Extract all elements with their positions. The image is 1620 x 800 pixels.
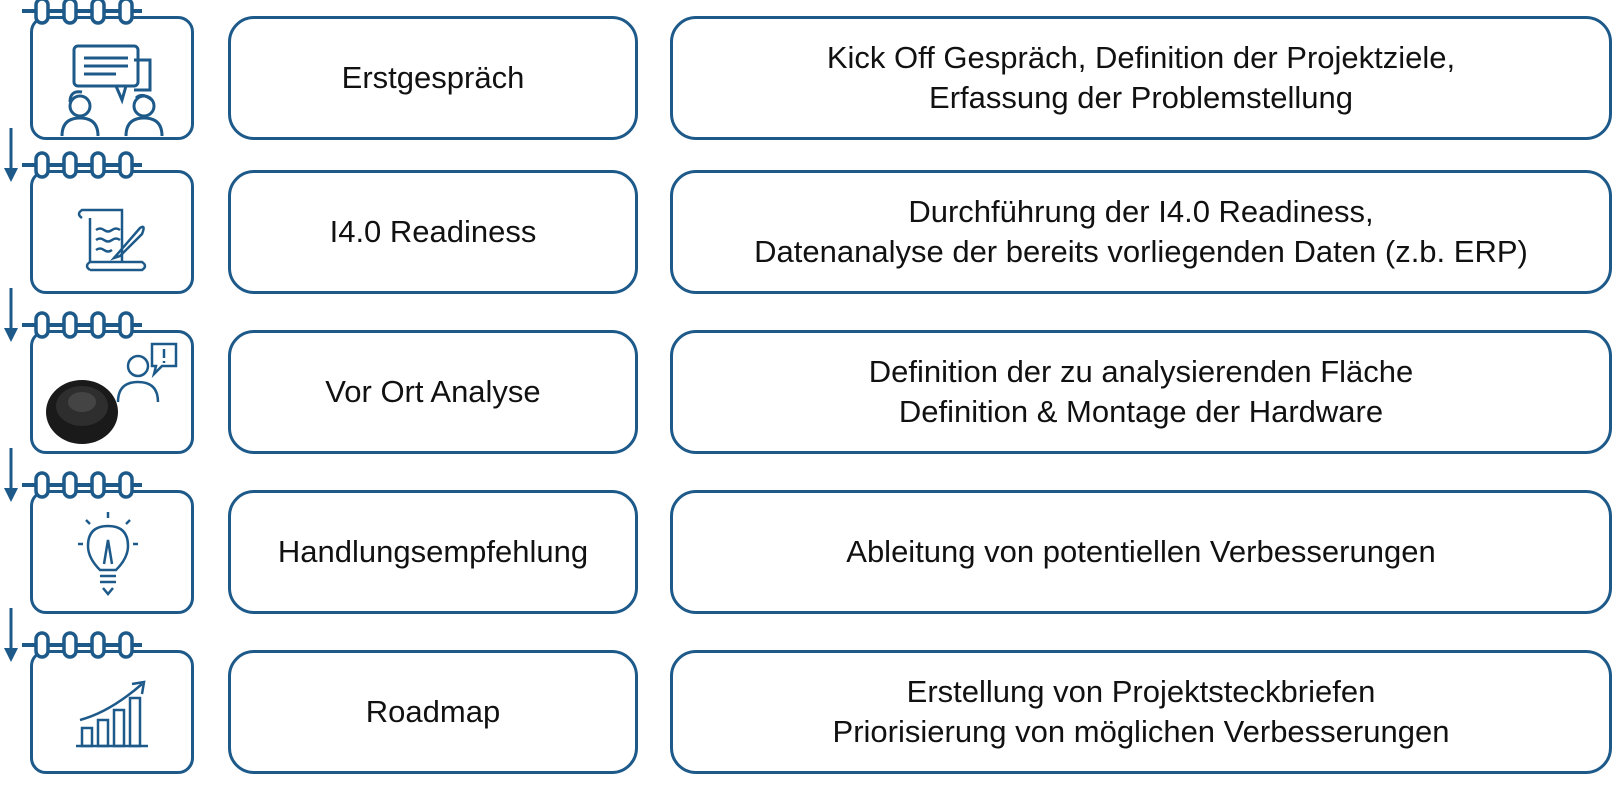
description-line: Definition & Montage der Hardware <box>898 394 1384 429</box>
description-line: Ableitung von potentiellen Verbesserunge… <box>846 534 1436 569</box>
arrow-down-icon <box>4 128 18 182</box>
arrow-down-icon <box>4 288 18 342</box>
calendar-rings-icon <box>22 311 142 339</box>
process-step-2: I4.0 Readiness Durchführung der I4.0 Rea… <box>0 151 1620 296</box>
arrow-down-icon <box>4 608 18 662</box>
calendar-rings-icon <box>22 631 142 659</box>
description-line: Erfassung der Problemstellung <box>929 80 1353 115</box>
lightbulb-icon <box>78 512 138 596</box>
calendar-rings-icon <box>22 0 142 25</box>
step-description: Definition der zu analysierenden Fläche … <box>670 330 1612 454</box>
process-step-4: Handlungsempfehlung Ableitung von potent… <box>0 471 1620 616</box>
process-step-3: Vor Ort Analyse Definition der zu analys… <box>0 311 1620 456</box>
description-line: Durchführung der I4.0 Readiness, <box>908 194 1374 229</box>
step-description: Durchführung der I4.0 Readiness, Datenan… <box>670 170 1612 294</box>
calendar-frame <box>30 650 194 774</box>
calendar-frame <box>30 16 194 140</box>
process-step-1: Erstgespräch Kick Off Gespräch, Definiti… <box>0 0 1620 142</box>
growth-chart-icon <box>76 680 148 748</box>
calendar-frame <box>30 490 194 614</box>
description-line: Erstellung von Projektsteckbriefen <box>906 674 1376 709</box>
step-title: I4.0 Readiness <box>228 170 638 294</box>
calendar-rings-icon <box>22 151 142 179</box>
calendar-frame <box>30 170 194 294</box>
calendar-rings-icon <box>22 471 142 499</box>
step-title: Vor Ort Analyse <box>228 330 638 454</box>
step-title: Erstgespräch <box>228 16 638 140</box>
step-description: Erstellung von Projektsteckbriefen Prior… <box>670 650 1612 774</box>
document-quill-icon <box>77 208 147 272</box>
step-title: Roadmap <box>228 650 638 774</box>
sensor-consultant-icon <box>46 342 178 444</box>
conversation-icon <box>60 44 164 137</box>
description-line: Priorisierung von möglichen Verbesserung… <box>832 714 1450 749</box>
process-step-5: Roadmap Erstellung von Projektsteckbrief… <box>0 631 1620 776</box>
step-description: Ableitung von potentiellen Verbesserunge… <box>670 490 1612 614</box>
description-line: Definition der zu analysierenden Fläche <box>868 354 1414 389</box>
description-line: Kick Off Gespräch, Definition der Projek… <box>826 40 1456 75</box>
description-line: Datenanalyse der bereits vorliegenden Da… <box>754 234 1528 269</box>
arrow-down-icon <box>4 448 18 502</box>
step-title: Handlungsempfehlung <box>228 490 638 614</box>
step-description: Kick Off Gespräch, Definition der Projek… <box>670 16 1612 140</box>
